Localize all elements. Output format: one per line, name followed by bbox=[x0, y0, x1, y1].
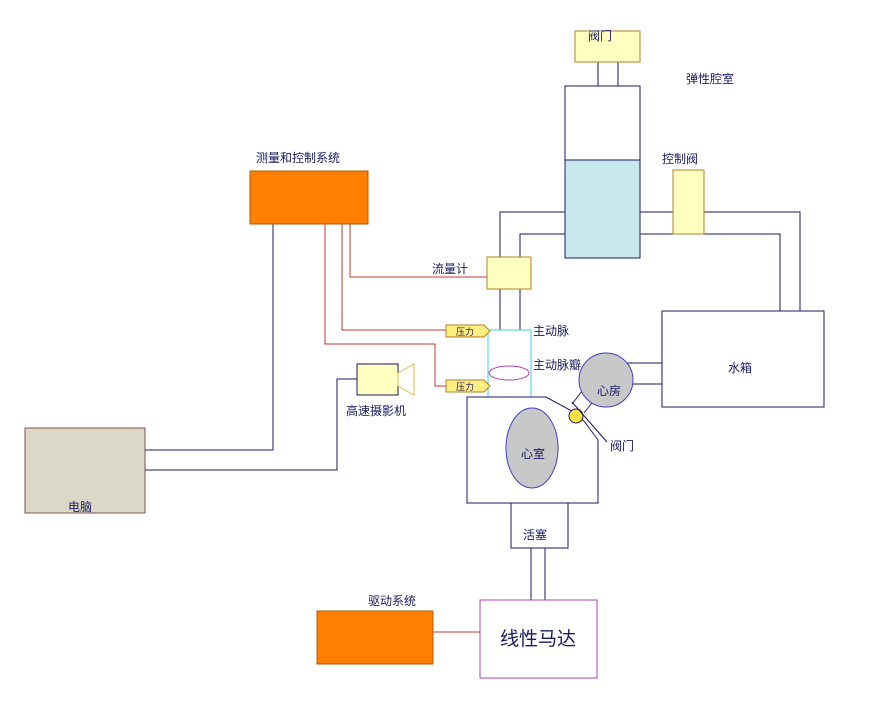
computer: 电脑 bbox=[24, 427, 146, 514]
drive-system-box bbox=[316, 610, 434, 665]
linear-motor-box bbox=[479, 599, 598, 679]
valve-pointer-line bbox=[571, 401, 608, 443]
piston-box bbox=[510, 502, 569, 549]
ventricle-housing: 心室 bbox=[466, 396, 599, 504]
drive-system: 驱动系统 bbox=[316, 594, 434, 665]
top-valve-box bbox=[574, 30, 641, 63]
camera-label: 高速摄影机 bbox=[346, 403, 406, 418]
valve-stem-pipe bbox=[597, 62, 619, 86]
elastic-chamber-label: 弹性腔室 bbox=[686, 71, 734, 86]
flowmeter-signal-wire bbox=[349, 224, 487, 278]
top-valve: 阀门 bbox=[574, 28, 641, 63]
elastic-chamber-fluid bbox=[564, 159, 641, 259]
water-tank-label: 水箱 bbox=[728, 360, 752, 375]
linear-motor-label: 线性马达 bbox=[500, 628, 576, 650]
aorta-inner-pipe bbox=[519, 233, 565, 330]
aorta-outline bbox=[487, 329, 532, 398]
flowmeter: 流量计 bbox=[432, 256, 532, 290]
return-outer-pipe bbox=[640, 211, 801, 311]
measure-control-label: 测量和控制系统 bbox=[256, 151, 340, 165]
aortic-valve-leaflet bbox=[488, 365, 530, 381]
elastic-chamber: 弹性腔室 bbox=[564, 71, 734, 259]
water-tank-box bbox=[661, 310, 825, 408]
linear-motor: 线性马达 bbox=[479, 599, 598, 679]
atrium-label: 心房 bbox=[597, 383, 621, 398]
measure-control-system: 测量和控制系统 bbox=[249, 151, 369, 225]
control-valve: 控制阀 bbox=[662, 152, 705, 235]
control-valve-box bbox=[672, 169, 705, 235]
computer-label: 电脑 bbox=[68, 500, 92, 514]
atrium-circle bbox=[578, 352, 634, 408]
valve-side-label: 阀门 bbox=[610, 438, 634, 453]
computer-box bbox=[24, 427, 146, 514]
aorta-outer-pipe bbox=[499, 211, 565, 330]
camera-body bbox=[356, 363, 399, 396]
mitral-valve: 阀门 bbox=[568, 401, 634, 453]
drive-system-label: 驱动系统 bbox=[368, 594, 416, 608]
control-valve-label: 控制阀 bbox=[662, 152, 698, 166]
pressure-sensor-2-label: 压力 bbox=[456, 381, 474, 393]
piston-rod bbox=[530, 548, 546, 600]
return-inner-pipe bbox=[640, 233, 781, 311]
ventricle-label: 心室 bbox=[521, 446, 545, 461]
aorta-label: 主动脉 bbox=[533, 323, 569, 338]
measure-control-box bbox=[249, 170, 369, 225]
ventricle-ellipse bbox=[505, 407, 559, 489]
piston: 活塞 bbox=[510, 502, 569, 549]
piston-label: 活塞 bbox=[523, 527, 547, 542]
aorta: 主动脉 主动脉瓣 bbox=[487, 323, 581, 398]
atrium: 心房 bbox=[578, 352, 634, 408]
mitral-valve-circle bbox=[568, 408, 584, 424]
pressure-sensor-2: 压力 bbox=[445, 379, 491, 393]
aortic-valve-label: 主动脉瓣 bbox=[533, 357, 581, 372]
flowmeter-label: 流量计 bbox=[432, 262, 468, 276]
camera-lens-icon bbox=[397, 363, 415, 396]
pressure-sensor-2-shape bbox=[445, 379, 491, 393]
pressure-sensor-1-shape bbox=[445, 324, 491, 338]
water-tank: 水箱 bbox=[661, 310, 825, 408]
top-valve-label: 阀门 bbox=[588, 28, 612, 43]
pressure1-signal-wire bbox=[341, 224, 446, 331]
high-speed-camera: 高速摄影机 bbox=[346, 363, 415, 418]
measure-to-computer-wire bbox=[145, 224, 274, 451]
pressure2-signal-wire bbox=[324, 224, 446, 387]
pressure-sensor-1: 压力 bbox=[445, 324, 491, 338]
camera-to-computer-wire bbox=[145, 378, 357, 471]
pressure-sensor-1-label: 压力 bbox=[456, 326, 474, 338]
flowmeter-box bbox=[486, 256, 532, 290]
